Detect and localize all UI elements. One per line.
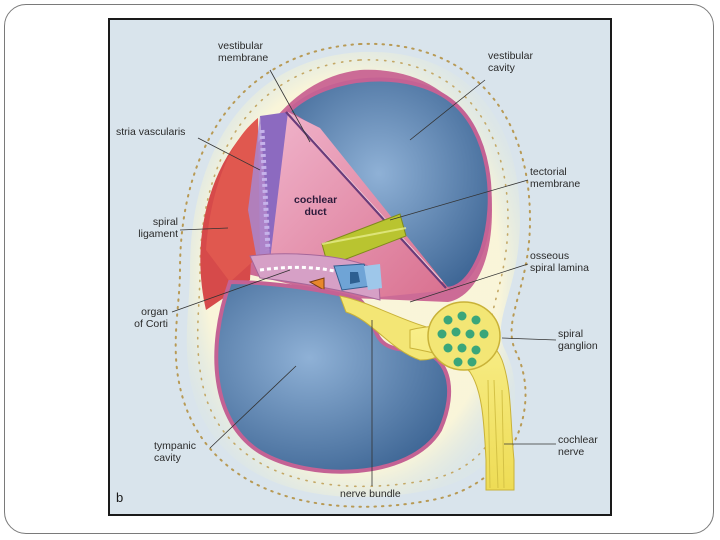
label-cochlear-nerve: cochlear nerve	[558, 434, 598, 458]
label-organ-of-corti: organ of Corti	[134, 306, 168, 330]
label-cochlear-duct: cochlear duct	[294, 194, 338, 218]
label-stria-vascularis: stria vascularis	[116, 126, 186, 138]
leader-lines	[171, 69, 557, 486]
label-tympanic-cavity: tympanic cavity	[154, 440, 197, 464]
vestibular-cavity	[284, 77, 492, 291]
label-nerve-bundle: nerve bundle	[340, 488, 401, 500]
label-vestibular-membrane: vestibular membrane	[218, 40, 269, 64]
cochlea-diagram: vestibular membrane vestibular cavity st…	[108, 18, 612, 516]
tympanic-cavity	[214, 279, 452, 474]
cochlear-duct	[270, 112, 450, 298]
panel-letter: b	[116, 490, 124, 505]
label-spiral-ligament: spiral ligament	[138, 216, 178, 240]
label-osseous-spiral-lamina: osseous spiral lamina	[530, 250, 589, 274]
label-vestibular-cavity: vestibular cavity	[488, 50, 533, 74]
spiral-ganglion	[427, 301, 501, 371]
vestibular-membrane	[285, 111, 447, 289]
label-tectorial-membrane: tectorial membrane	[530, 166, 581, 190]
bone-dots-outer	[174, 42, 532, 508]
label-spiral-ganglion: spiral ganglion	[558, 328, 598, 352]
cochlea-illustration	[171, 42, 557, 508]
